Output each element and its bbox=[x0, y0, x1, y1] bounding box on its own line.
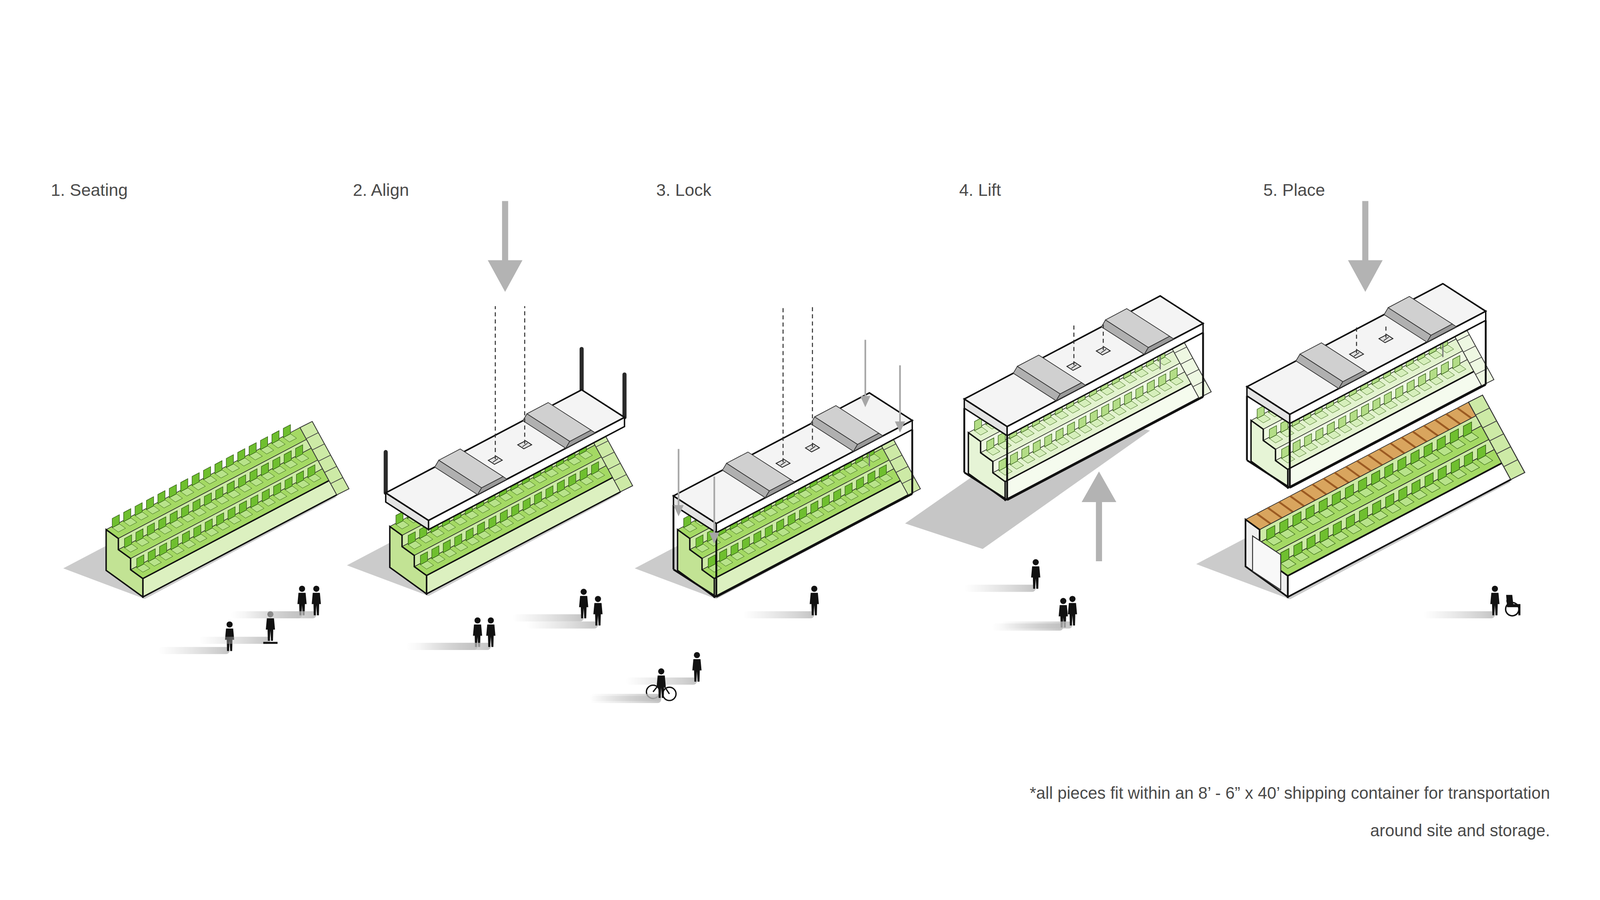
place-module bbox=[1247, 283, 1495, 488]
align-module bbox=[347, 306, 633, 597]
people bbox=[245, 585, 321, 619]
up-arrow bbox=[1081, 471, 1117, 562]
place-module bbox=[1247, 283, 1486, 488]
dashed-guide bbox=[1356, 324, 1387, 354]
lift-module bbox=[964, 295, 1203, 436]
step-label: 3. Lock bbox=[656, 180, 712, 200]
down-arrow bbox=[1347, 200, 1383, 292]
people bbox=[964, 559, 1078, 631]
place-module bbox=[1247, 283, 1486, 424]
step-label: 4. Lift bbox=[959, 180, 1001, 200]
people bbox=[419, 617, 496, 650]
wheelchair-user bbox=[1506, 595, 1521, 616]
seating-module bbox=[63, 421, 350, 599]
people bbox=[742, 585, 819, 619]
lock-arrow bbox=[860, 395, 870, 408]
people bbox=[406, 588, 603, 650]
people bbox=[1423, 585, 1500, 619]
dashed-guide bbox=[782, 306, 813, 463]
lock-module bbox=[673, 306, 913, 598]
lift-module bbox=[964, 295, 1203, 500]
dashed-guide bbox=[495, 306, 525, 460]
lock-arrow bbox=[709, 532, 720, 544]
lock-arrow bbox=[678, 340, 900, 534]
footnote: *all pieces fit within an 8’ - 6” x 40’ … bbox=[1025, 774, 1550, 850]
people bbox=[590, 585, 820, 704]
people bbox=[158, 585, 322, 655]
people bbox=[1000, 595, 1077, 629]
cyclist bbox=[590, 668, 666, 701]
lock-module bbox=[673, 392, 913, 533]
align-module bbox=[385, 390, 625, 530]
wheelchair-user bbox=[1505, 595, 1521, 616]
step-label: 1. Seating bbox=[50, 180, 128, 200]
cyclist bbox=[590, 668, 677, 703]
people bbox=[512, 588, 588, 622]
lock-arrow bbox=[673, 505, 684, 517]
down-arrow bbox=[487, 200, 523, 292]
people bbox=[526, 595, 603, 629]
lock-arrow bbox=[895, 421, 905, 433]
lift-module bbox=[964, 295, 1212, 500]
lock-module bbox=[634, 306, 921, 600]
seating-module bbox=[106, 421, 350, 597]
people bbox=[964, 559, 1040, 592]
dashed-guide bbox=[1073, 324, 1104, 366]
step-label: 5. Place bbox=[1263, 180, 1325, 200]
align-module bbox=[385, 306, 625, 530]
lock-arrow bbox=[673, 340, 905, 545]
people bbox=[263, 641, 278, 644]
people bbox=[1423, 585, 1521, 619]
window bbox=[1252, 535, 1281, 590]
step-label: 2. Align bbox=[352, 180, 410, 200]
